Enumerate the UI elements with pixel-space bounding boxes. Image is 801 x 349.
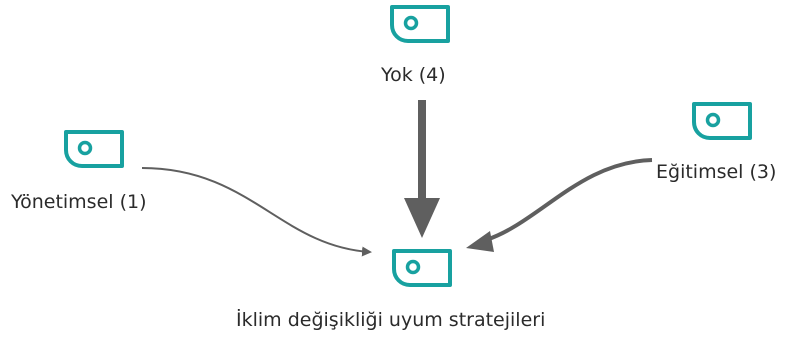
code-tag-icon[interactable]	[63, 129, 125, 169]
code-tag-icon[interactable]	[391, 248, 453, 288]
code-tag-icon[interactable]	[389, 4, 451, 44]
edge-egitimsel-to-center	[466, 158, 653, 252]
code-tag-icon[interactable]	[691, 101, 753, 141]
edge-yonetimsel-to-center	[141, 167, 372, 257]
node-label-yok: Yok (4)	[381, 64, 446, 86]
node-label-egitimsel: Eğitimsel (3)	[656, 161, 777, 183]
node-label-yonetimsel: Yönetimsel (1)	[11, 191, 147, 213]
edge-yok-to-center	[404, 100, 440, 238]
node-label-center: İklim değişikliği uyum stratejileri	[236, 309, 546, 331]
